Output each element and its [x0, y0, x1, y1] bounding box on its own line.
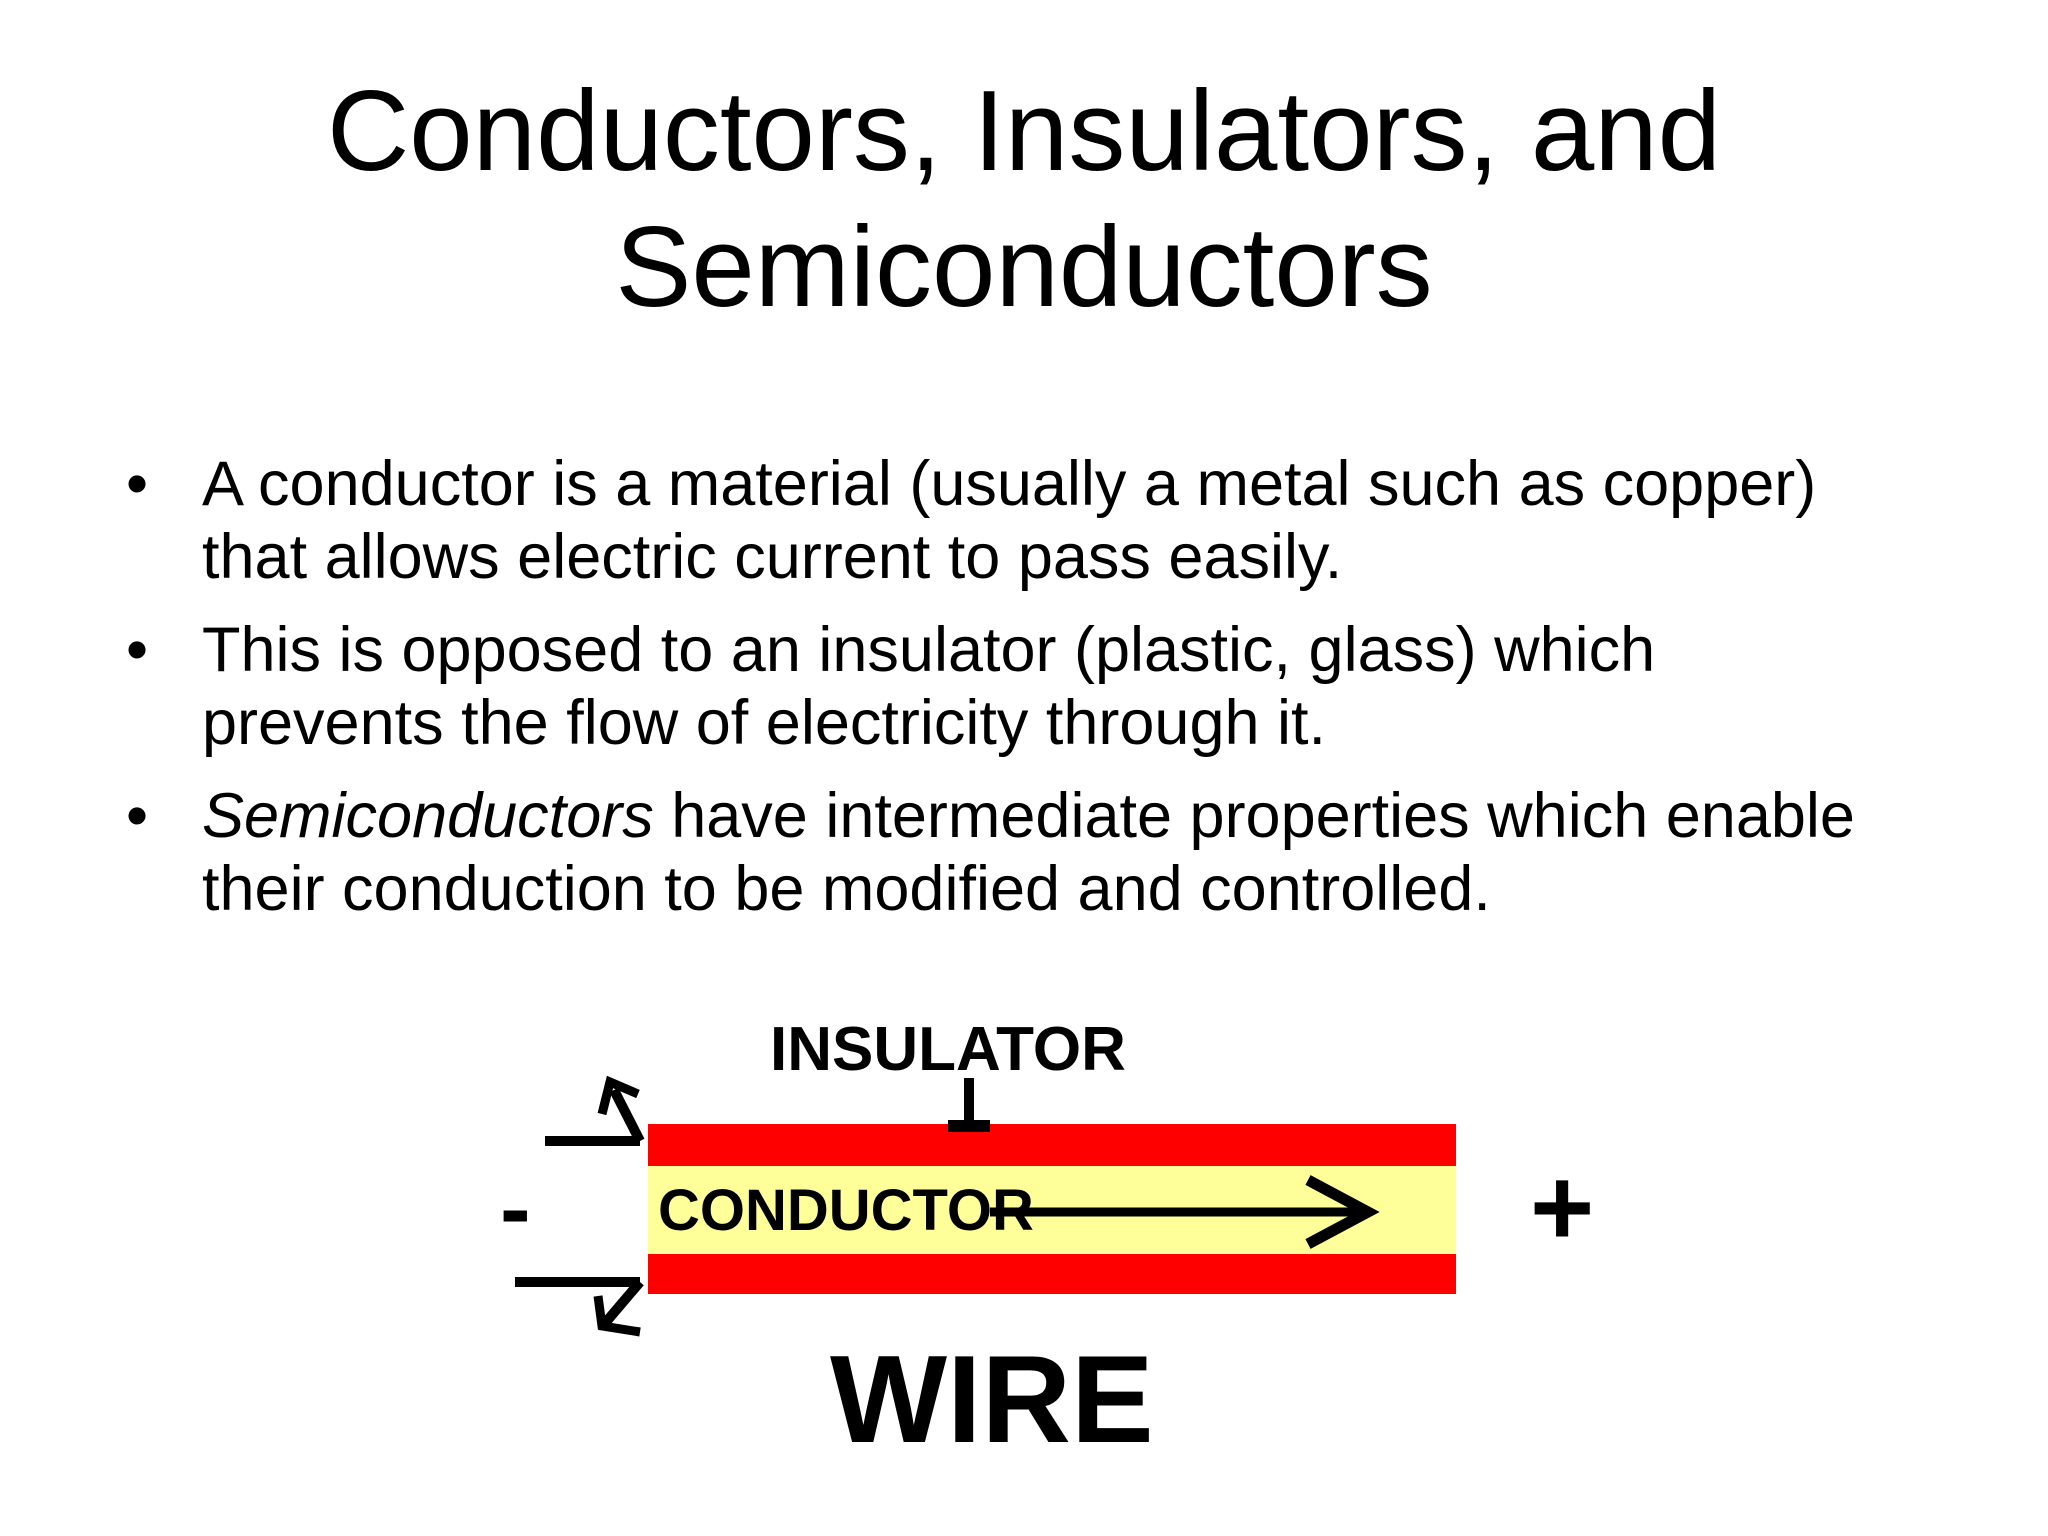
- bullet-text: This is opposed to an insulator (plastic…: [202, 615, 1656, 758]
- conductor-label: CONDUCTOR: [658, 1178, 1034, 1243]
- bullet-text: have intermediate properties which enabl…: [202, 781, 1855, 924]
- current-arrow-icon: [990, 1175, 1380, 1249]
- bullet-emphasis: Semiconductors: [202, 781, 654, 851]
- insulator-label: INSULATOR: [770, 1020, 1126, 1084]
- bullet-dot: •: [126, 449, 149, 519]
- insulator-pointer: [964, 1078, 974, 1128]
- bullet-dot: •: [126, 615, 149, 685]
- bullet-item-semiconductors: • Semiconductors have intermediate prope…: [120, 780, 1880, 926]
- electron-flow-top-arrow-icon: [545, 1075, 645, 1146]
- minus-terminal: -: [500, 1158, 531, 1260]
- slide-title-line-2: Semiconductors: [615, 204, 1433, 331]
- insulator-pointer-foot: [948, 1120, 990, 1132]
- slide-title-line-1: Conductors, Insulators, and: [326, 68, 1722, 195]
- insulator-layer-top: [648, 1124, 1456, 1166]
- plus-terminal: +: [1530, 1146, 1594, 1269]
- bullet-text: A conductor is a material (usually a met…: [202, 449, 1817, 592]
- insulator-layer-bottom: [648, 1254, 1456, 1294]
- wire-diagram: INSULATOR CONDUCTOR - + WIRE: [500, 1020, 1594, 1460]
- bullet-list: • A conductor is a material (usually a m…: [120, 448, 1880, 946]
- bullet-item-insulator: • This is opposed to an insulator (plast…: [120, 614, 1880, 760]
- bullet-item-conductor: • A conductor is a material (usually a m…: [120, 448, 1880, 594]
- slide-title: Conductors, Insulators, and Semiconducto…: [0, 64, 2048, 336]
- electron-flow-bottom-arrow-icon: [515, 1277, 644, 1337]
- wire-label: WIRE: [830, 1331, 1154, 1460]
- bullet-dot: •: [126, 781, 149, 851]
